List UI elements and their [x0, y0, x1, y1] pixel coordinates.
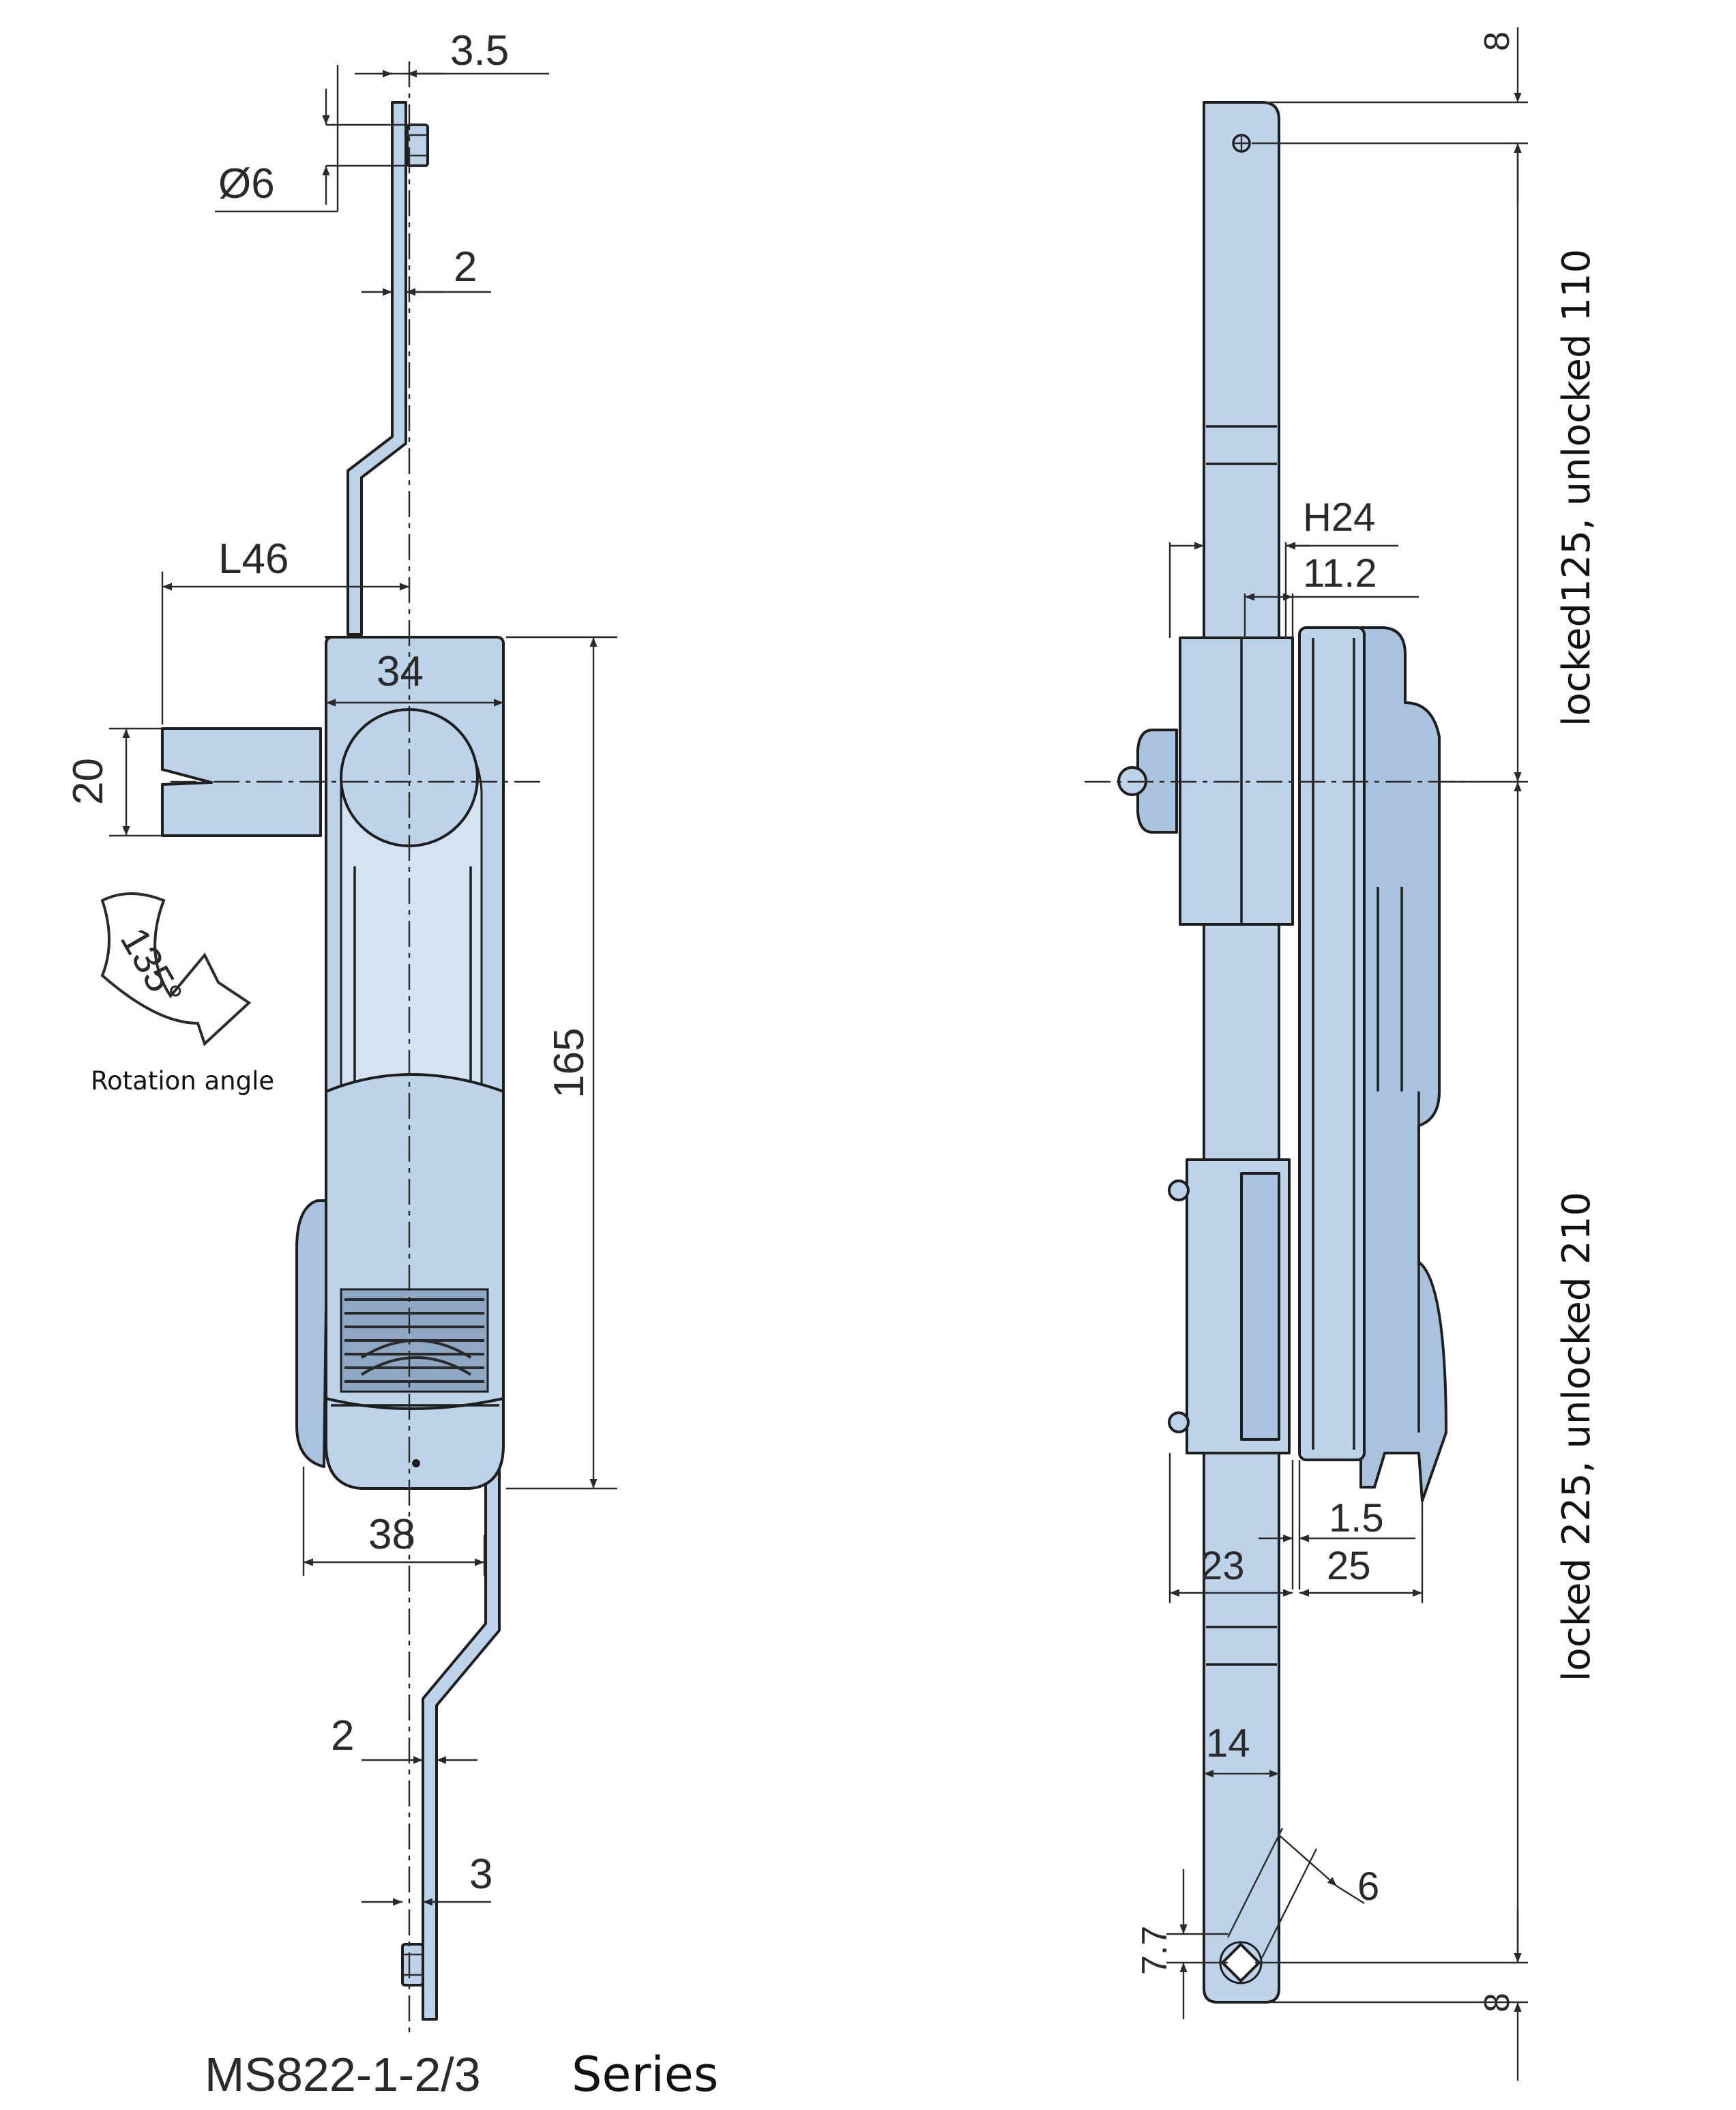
caption-model: MS822-1-2/3 [205, 2048, 481, 2101]
front-body [325, 636, 505, 1490]
front-lower-rod [401, 1465, 501, 2021]
label-handle-height: H24 [1303, 495, 1375, 540]
dim-body-width-bottom: 38 [302, 1467, 486, 1576]
front-view: 3.5 Ø6 2 L46 34 [65, 27, 617, 2036]
label-gap: 1.5 [1329, 1496, 1384, 1540]
dim-plate-thickness: 11.2 [1244, 551, 1419, 638]
dim-key-width: 20 [65, 727, 161, 837]
label-rod-thickness-top: 3.5 [450, 27, 509, 74]
label-rod-width-bottom: 2 [331, 1712, 354, 1759]
label-lower-rod: locked 225, unlocked 210 [1555, 1192, 1599, 1682]
label-upper-rod: locked125, unlocked 110 [1555, 249, 1599, 727]
dim-gap: 1.5 [1259, 1460, 1415, 1589]
label-top-offset: 8 [1477, 31, 1517, 51]
curved-rotation-arrow-icon: 135° [100, 892, 252, 1046]
label-mount-depth: 23 [1201, 1544, 1245, 1588]
label-plate-thickness: 11.2 [1303, 551, 1377, 596]
dim-handle-height: H24 [1168, 495, 1398, 638]
dim-rod-thickness-top: 3.5 [336, 27, 549, 211]
side-cam [1359, 626, 1447, 1502]
side-square-hole [1220, 1942, 1261, 1983]
label-body-height: 165 [546, 1028, 593, 1098]
caption: MS822-1-2/3 Series [205, 2047, 718, 2102]
front-rear-housing [295, 1199, 329, 1468]
side-lock-knob [1136, 729, 1178, 834]
label-body-width-bottom: 38 [368, 1511, 415, 1558]
dim-rod-width-bottom: 2 [331, 1712, 477, 1764]
label-rod-thickness-bottom: 3 [469, 1851, 492, 1898]
dim-body-width-top: 34 [326, 648, 503, 707]
label-body-width-top: 34 [377, 648, 424, 695]
dim-square-hole: 6 [1226, 1828, 1379, 1959]
label-hole-diameter: Ø6 [218, 160, 275, 207]
label-cam-depth: 25 [1327, 1544, 1371, 1588]
label-hole-offset: 7.7 [1135, 1926, 1175, 1975]
side-rod [1203, 101, 1280, 2004]
front-upper-rod [347, 101, 429, 636]
side-view: 8 locked125, unlocked 110 locked 225, un… [1085, 27, 1599, 2081]
dim-cam-depth: 25 [1299, 1501, 1424, 1603]
dim-lever-length: L46 [161, 536, 409, 724]
caption-series: Series [572, 2047, 718, 2102]
dim-rod-thickness-bottom: 3 [362, 1851, 492, 1906]
dim-body-height: 165 [506, 636, 617, 1490]
side-plate [1298, 626, 1366, 1461]
front-top-pin [406, 123, 429, 167]
label-square-hole: 6 [1357, 1864, 1379, 1909]
dim-rod-width: 14 [1204, 1721, 1279, 1778]
dim-side-chain: 8 locked125, unlocked 110 locked 225, un… [1252, 27, 1599, 2081]
front-grip-ridges [340, 1288, 489, 1393]
label-bottom-offset: 8 [1477, 1993, 1517, 2012]
dim-hole-offset: 7.7 [1135, 1869, 1228, 2019]
rotation-angle-label: Rotation angle [91, 1066, 274, 1096]
front-lever [161, 727, 322, 837]
label-lever-length: L46 [218, 536, 289, 583]
front-bottom-pin [401, 1943, 424, 1987]
dim-mount-depth: 23 [1168, 1453, 1293, 1603]
label-rod-width: 14 [1206, 1721, 1250, 1765]
dim-rod-width-top: 2 [362, 244, 491, 296]
dim-hole-diameter: Ø6 [215, 89, 426, 213]
label-key-width: 20 [65, 758, 112, 805]
label-rod-width-top: 2 [454, 244, 477, 291]
